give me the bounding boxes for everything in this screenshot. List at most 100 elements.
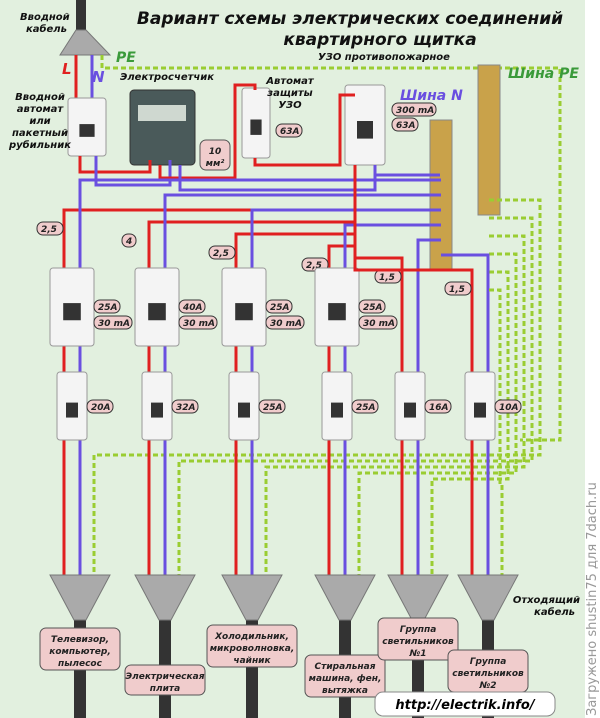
rcd-protection-label: Автомат защиты УЗО xyxy=(265,76,315,111)
outgoing-cable-label-2: кабель xyxy=(534,606,575,618)
bus-pe xyxy=(477,64,501,216)
rcd-current-box xyxy=(265,299,293,314)
rcd-current-box xyxy=(178,299,206,314)
rcd-protection-breaker-toggle xyxy=(250,119,262,135)
load-label-box xyxy=(39,627,121,671)
rcd xyxy=(49,267,95,347)
rcd-leakage-text: 30 mA xyxy=(363,319,395,329)
load-label-text: вытяжка xyxy=(322,686,368,696)
rcd-leakage-box xyxy=(358,315,398,330)
fire-rcd-rating-ma-text: 300 mA xyxy=(396,106,434,116)
main-breaker-label: Вводной автомат или пакетный рубильник xyxy=(8,92,71,151)
breaker-rating-box xyxy=(424,399,452,414)
load-label-text: №1 xyxy=(408,649,426,659)
load-label-text: компьютер, xyxy=(49,647,111,657)
load-label-text: плита xyxy=(150,684,180,694)
rcd-phase-link xyxy=(253,93,355,167)
bus-pe-label: Шина PE xyxy=(508,66,579,82)
rcd-leakage-text: 30 mA xyxy=(98,319,130,329)
meter-wire-size-box xyxy=(199,139,231,171)
main-breaker xyxy=(67,97,107,157)
breaker-rating-box xyxy=(351,399,379,414)
meter-wire-size-text: 10 xyxy=(209,147,222,157)
phase-label: L xyxy=(62,60,72,78)
circuit-breaker-toggle xyxy=(66,402,78,418)
rcd-toggle xyxy=(148,303,166,321)
rcd-toggle xyxy=(235,303,253,321)
input-cable xyxy=(76,0,86,30)
circuit-breaker xyxy=(56,371,88,441)
breaker-rating-box xyxy=(494,399,522,414)
load-label-text: машина, фен, xyxy=(309,674,382,684)
circuit-breaker-toggle xyxy=(331,402,343,418)
rcd-leakage-text: 30 mA xyxy=(183,319,215,329)
fire-rcd-to-bus-n xyxy=(373,165,440,177)
circuit-breaker-toggle xyxy=(404,402,416,418)
input-cable-label-2: кабель xyxy=(26,23,67,35)
breaker-rating-box xyxy=(258,399,286,414)
wire-size-box xyxy=(36,221,64,236)
breaker-rating-text: 16A xyxy=(429,403,449,413)
wire-size-box xyxy=(444,281,472,296)
circuit-breaker xyxy=(321,371,353,441)
rcd xyxy=(221,267,267,347)
rcd-leakage-box xyxy=(178,315,218,330)
load-label-text: Группа xyxy=(400,625,437,635)
rcd-protection-rating-text: 63A xyxy=(280,127,300,137)
rcd xyxy=(314,267,360,347)
rcd-current-text: 40A xyxy=(182,303,203,313)
load-label-text: №2 xyxy=(478,681,496,691)
rcd-toggle xyxy=(328,303,346,321)
rcd-current-box xyxy=(358,299,386,314)
breaker-rating-box xyxy=(171,399,199,414)
outgoing-funnel xyxy=(221,574,283,621)
neutral-wire xyxy=(416,238,441,575)
url-link[interactable]: http://electrik.info/ xyxy=(395,698,535,713)
pe-label: PE xyxy=(116,50,136,66)
load-label-box xyxy=(377,617,459,661)
load-label-text: микроволновка, xyxy=(210,644,295,654)
wire-size-text: 1,5 xyxy=(449,285,465,295)
wire-size-box xyxy=(208,245,236,260)
load-label-text: светильников xyxy=(452,669,524,679)
load-label-box xyxy=(206,624,298,668)
load-label-text: Электрическая xyxy=(126,672,205,682)
wire-size-text: 2,5 xyxy=(213,249,229,259)
outgoing-funnel xyxy=(134,574,196,621)
meter-out-phase xyxy=(158,83,257,180)
pe-main-wire xyxy=(100,55,562,442)
meter-label: Электросчетчик xyxy=(120,72,214,83)
svg-text:автомат: автомат xyxy=(17,104,65,115)
svg-text:УЗО: УЗО xyxy=(278,100,302,111)
electric-meter xyxy=(129,89,196,166)
svg-text:пакетный: пакетный xyxy=(12,128,68,139)
outgoing-cable-label-1: Отходящий xyxy=(513,595,580,606)
breaker-rating-text: 10A xyxy=(499,403,519,413)
circuit-breaker xyxy=(394,371,426,441)
circuit-breaker xyxy=(464,371,496,441)
load-label-text: Телевизор, xyxy=(51,635,109,645)
wire-size-text: 1,5 xyxy=(379,273,395,283)
load-label-text: Стиральная xyxy=(315,662,376,672)
svg-text:защиты: защиты xyxy=(266,88,312,99)
outgoing-funnel xyxy=(457,574,519,621)
bus-n-label: Шина N xyxy=(400,88,463,104)
rcd-current-text: 25A xyxy=(363,303,383,313)
breaker-rating-text: 32A xyxy=(176,403,196,413)
load-label-text: светильников xyxy=(382,637,454,647)
meter-in-neutral xyxy=(94,156,172,187)
title-line-2: квартирного щитка xyxy=(283,30,476,50)
rcd-leakage-box xyxy=(93,315,133,330)
meter-wire-size-text: мм² xyxy=(206,159,225,169)
breaker-rating-box xyxy=(86,399,114,414)
circuit-breaker xyxy=(228,371,260,441)
load-label-text: чайник xyxy=(233,656,271,666)
breaker-rating-text: 25A xyxy=(263,403,283,413)
rcd-protection-rating-box xyxy=(275,123,303,138)
load-label-text: пылесос xyxy=(58,659,103,669)
neutral-wire xyxy=(250,208,441,575)
rcd xyxy=(134,267,180,347)
